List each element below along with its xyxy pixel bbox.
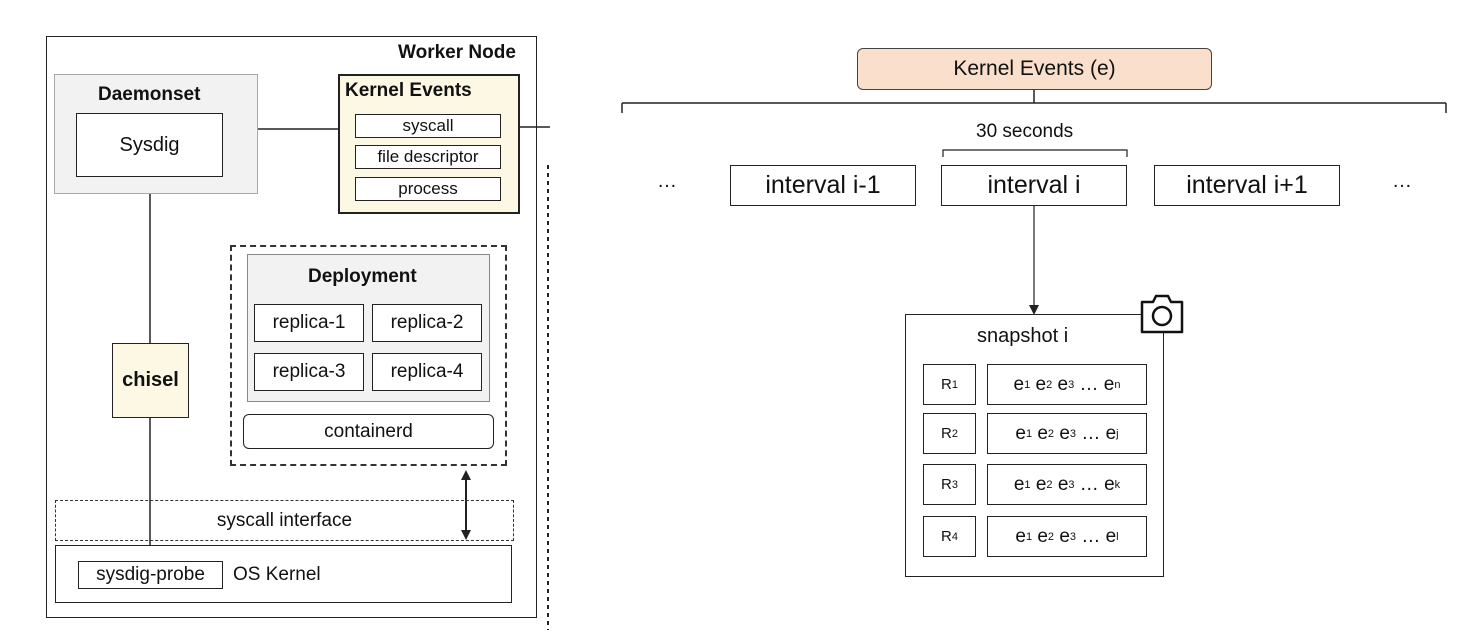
r-label: R (941, 528, 952, 545)
event-symbol: e (1015, 525, 1026, 547)
kernel-event-file-descriptor: file descriptor (355, 145, 501, 169)
event-subscript: 3 (1068, 378, 1075, 391)
interval-prev-box: interval i-1 (730, 165, 916, 206)
event-ellipsis: … (1081, 422, 1101, 444)
kernel-event-process: process (355, 177, 501, 201)
event-symbol: e (1035, 473, 1047, 495)
event-subscript: 3 (1069, 427, 1077, 440)
interval-current-box: interval i (941, 165, 1127, 206)
r-subscript: 3 (951, 478, 958, 491)
event-subscript: 1 (1024, 478, 1031, 491)
duration-label: 30 seconds (976, 121, 1074, 142)
os-kernel-box (55, 545, 512, 603)
event-subscript: j (1116, 427, 1119, 440)
ellipsis-right: … (1392, 170, 1412, 192)
replica-4-box: replica-4 (372, 353, 482, 391)
event-symbol: e (1037, 422, 1048, 444)
sysdig-probe-box: sysdig-probe (78, 561, 223, 589)
event-subscript: n (1114, 378, 1121, 391)
r-label: R (941, 476, 952, 493)
event-subscript: 1 (1024, 378, 1031, 391)
ellipsis-left: … (657, 170, 677, 192)
camera-icon (1140, 292, 1184, 334)
worker-node-box (46, 36, 537, 618)
event-subscript: 1 (1025, 530, 1033, 543)
event-subscript: l (1116, 530, 1119, 543)
replica-2-box: replica-2 (372, 304, 482, 342)
r-subscript: 1 (951, 378, 958, 391)
event-symbol: e (1013, 473, 1025, 495)
event-ellipsis: … (1079, 373, 1099, 395)
event-symbol: e (1059, 422, 1070, 444)
kernel-event-syscall: syscall (355, 114, 501, 138)
replica-1-box: replica-1 (254, 304, 364, 342)
deployment-title: Deployment (308, 266, 417, 287)
event-symbol: e (1103, 373, 1115, 395)
event-symbol: e (1105, 422, 1117, 444)
event-subscript: 2 (1047, 530, 1055, 543)
event-symbol: e (1015, 422, 1026, 444)
event-subscript: 2 (1046, 378, 1053, 391)
event-symbol: e (1059, 525, 1070, 547)
kernel-events-e-box: Kernel Events (e) (857, 48, 1212, 90)
syscall-interface-box: syscall interface (55, 500, 514, 541)
event-symbol: e (1013, 373, 1025, 395)
event-ellipsis: … (1081, 525, 1101, 547)
os-kernel-label: OS Kernel (233, 564, 321, 585)
event-symbol: e (1057, 373, 1069, 395)
event-subscript: 2 (1047, 427, 1055, 440)
replica-3-box: replica-3 (254, 353, 364, 391)
interval-next-box: interval i+1 (1154, 165, 1340, 206)
chisel-box: chisel (112, 343, 189, 418)
snapshot-title: snapshot i (977, 325, 1069, 347)
r-subscript: 2 (951, 427, 958, 440)
event-symbol: e (1037, 525, 1048, 547)
event-symbol: e (1104, 473, 1115, 495)
worker-node-label: Worker Node (398, 42, 516, 63)
event-symbol: e (1035, 373, 1047, 395)
kernel-events-title: Kernel Events (345, 80, 472, 101)
event-symbol: e (1105, 525, 1117, 547)
sysdig-box: Sysdig (76, 113, 223, 177)
event-subscript: 2 (1046, 478, 1053, 491)
containerd-box: containerd (243, 414, 494, 449)
r-label: R (941, 425, 952, 442)
event-ellipsis: … (1079, 473, 1099, 495)
deployment-dashed-area (230, 245, 507, 466)
event-subscript: 1 (1025, 427, 1033, 440)
event-subscript: 3 (1068, 478, 1075, 491)
event-subscript: 3 (1069, 530, 1077, 543)
daemonset-title: Daemonset (98, 84, 201, 105)
event-symbol: e (1057, 473, 1069, 495)
r-subscript: 4 (951, 530, 958, 543)
event-subscript: k (1114, 478, 1121, 491)
r-label: R (941, 376, 952, 393)
